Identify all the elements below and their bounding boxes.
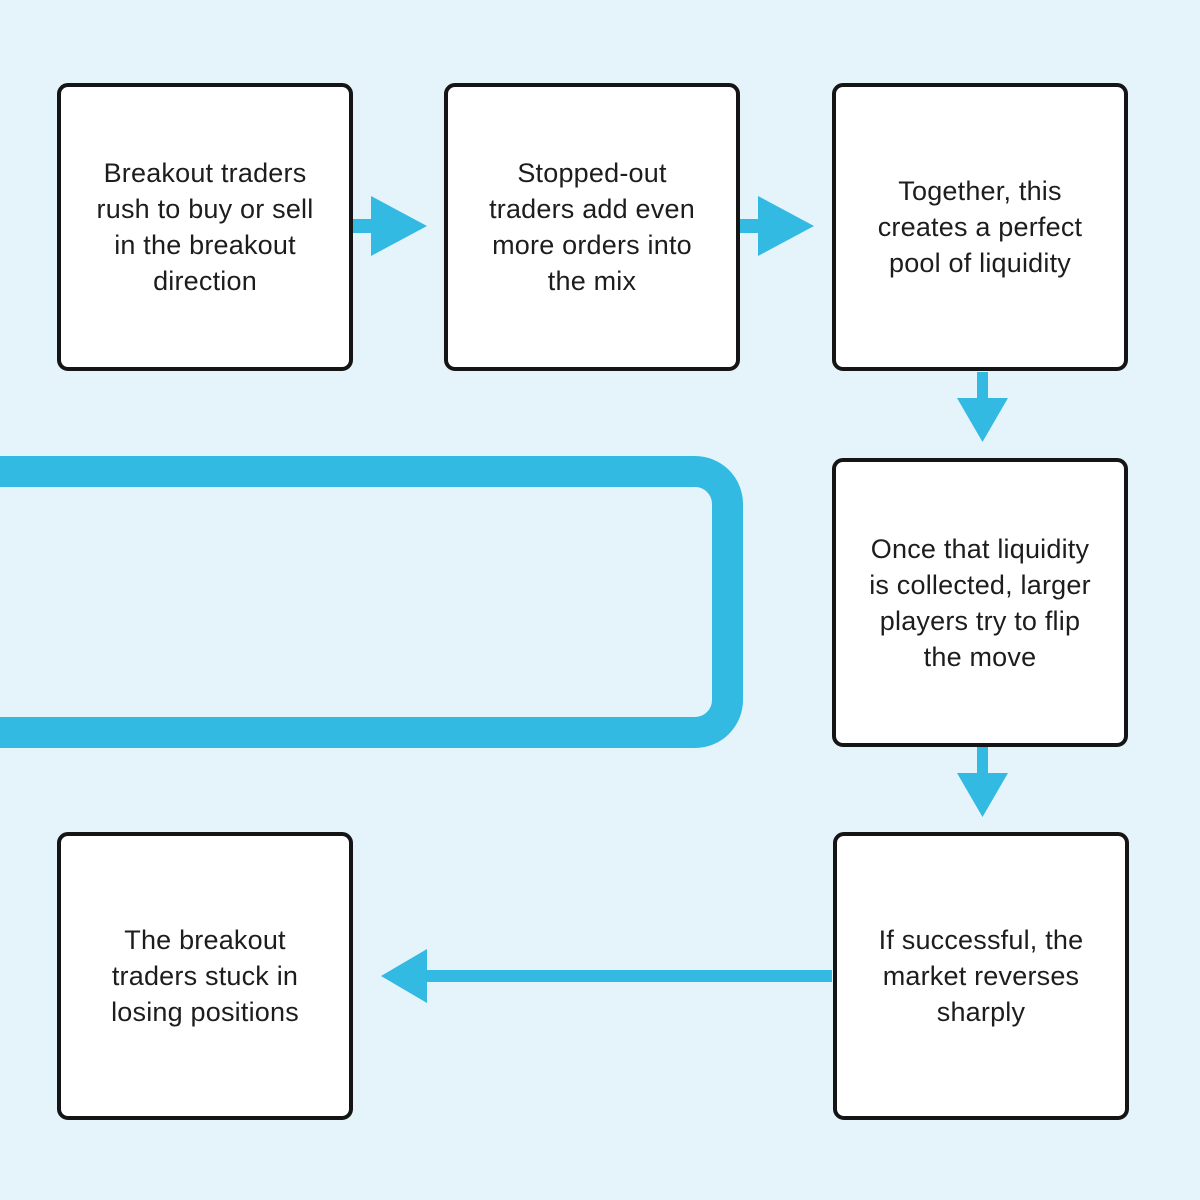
arrow-down-icon [956, 747, 1009, 818]
flow-node-step-2: Stopped-out traders add even more orders… [444, 83, 740, 371]
arrow-right-icon [740, 195, 815, 257]
flow-node-step-3: Together, this creates a perfect pool of… [832, 83, 1128, 371]
flow-node-step-4: Once that liquidity is collected, larger… [832, 458, 1128, 747]
arrow-left-icon [380, 949, 832, 1003]
arrow-down-icon [956, 372, 1009, 443]
flow-node-step-5: If successful, the market reverses sharp… [833, 832, 1129, 1120]
flow-node-step-1: Breakout traders rush to buy or sell in … [57, 83, 353, 371]
loop-connector-band [0, 456, 743, 748]
arrow-right-icon [353, 195, 428, 257]
flow-node-step-6: The breakout traders stuck in losing pos… [57, 832, 353, 1120]
